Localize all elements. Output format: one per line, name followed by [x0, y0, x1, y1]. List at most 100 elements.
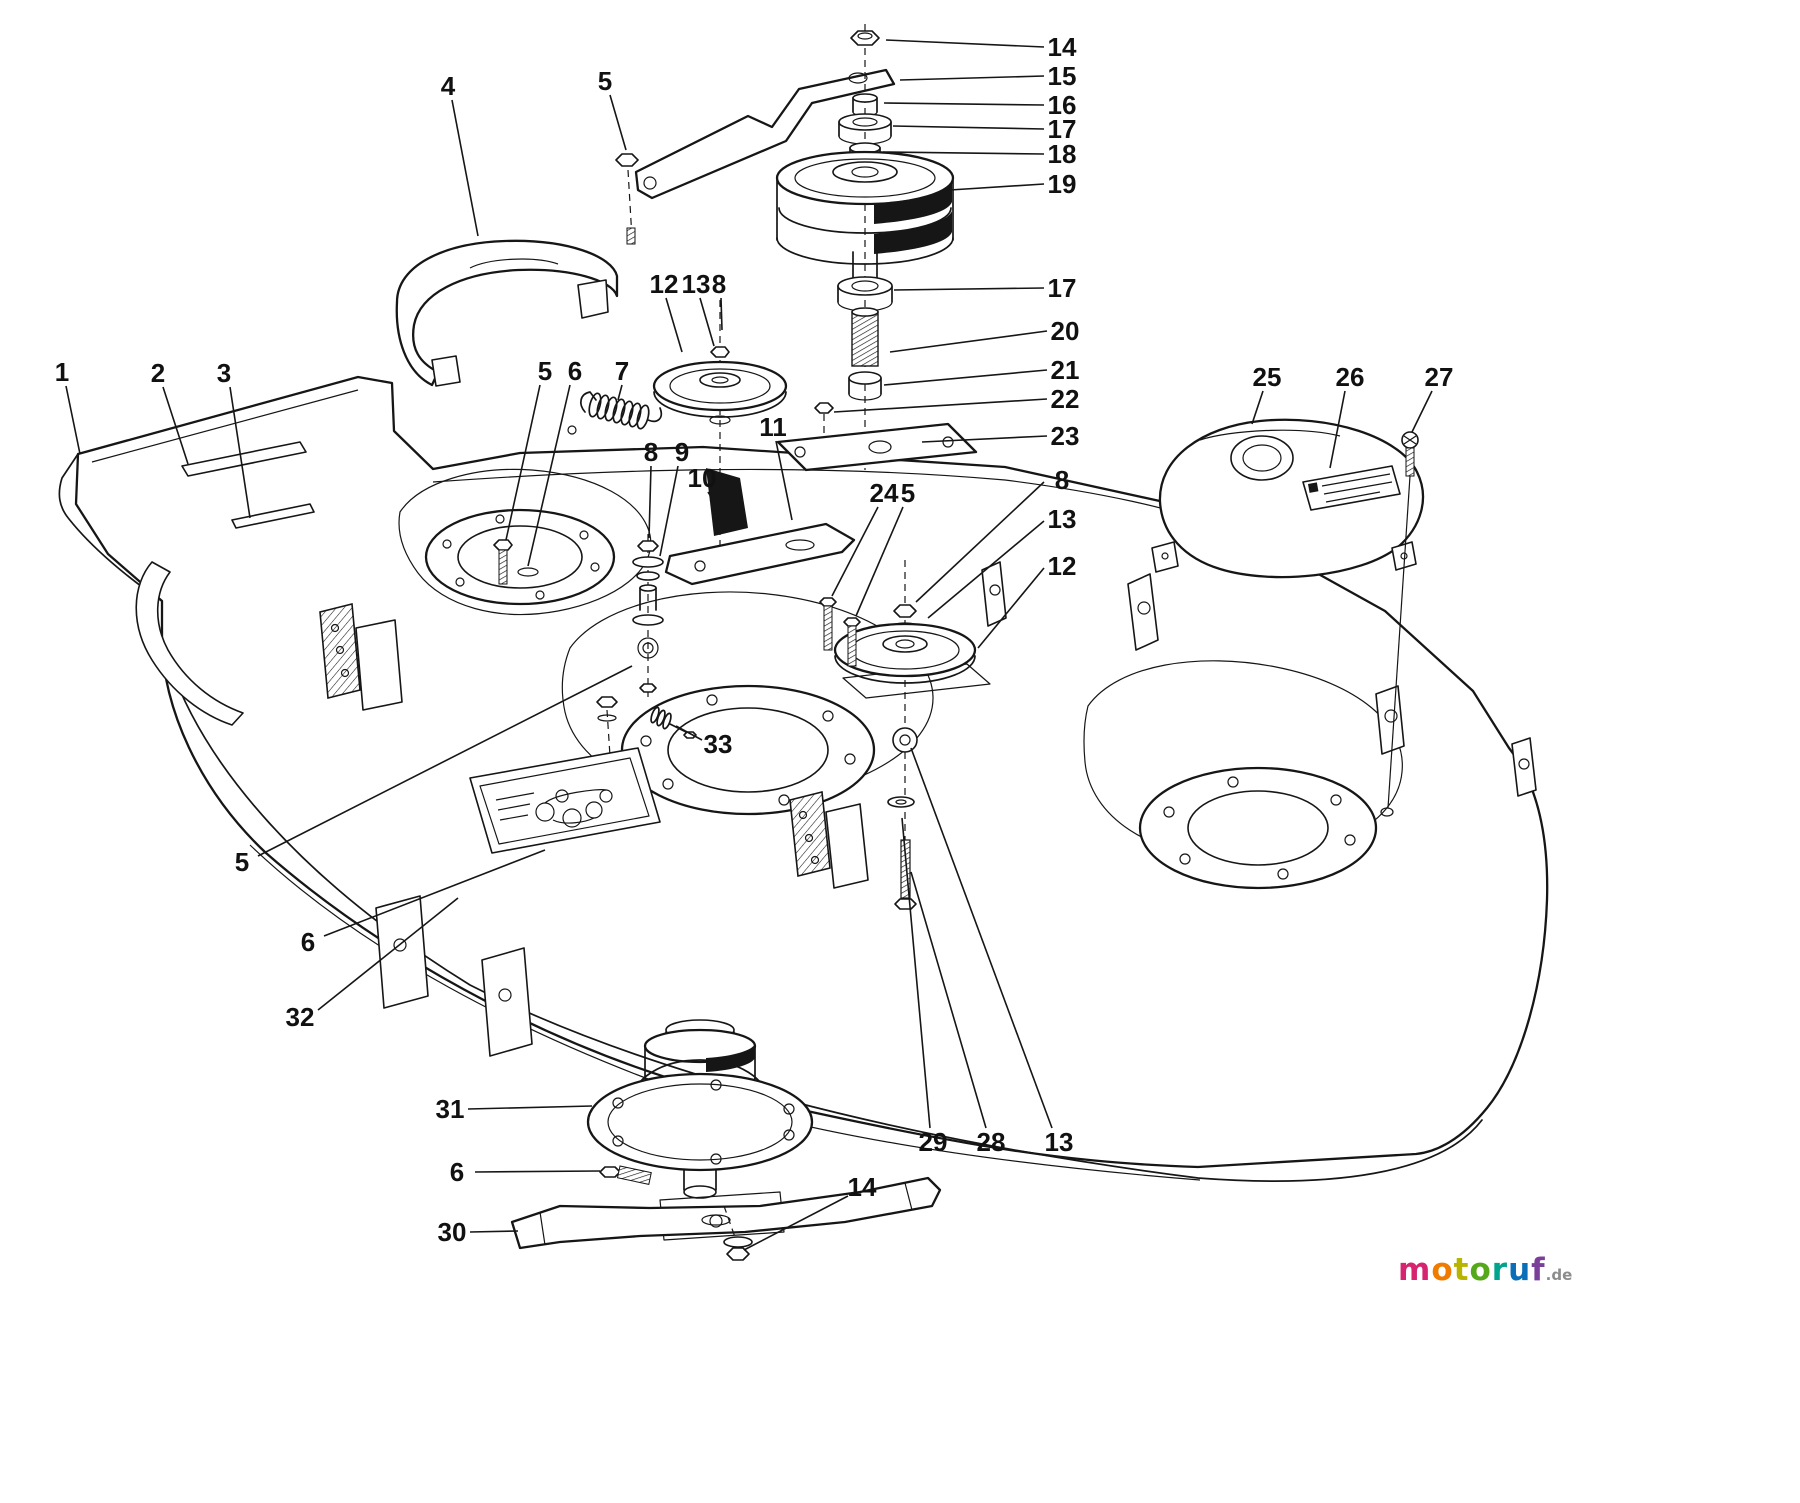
- deck-rear-inner-edge: [432, 468, 1206, 524]
- part-number-30: 30: [438, 1217, 467, 1247]
- part-number-17: 17: [1048, 273, 1077, 303]
- callout-leader-6: [323, 849, 546, 937]
- mounting-plate-23: [776, 422, 978, 472]
- idler-bracket-strap: [615, 68, 896, 245]
- part-number-32: 32: [286, 1002, 315, 1032]
- cover-decal-26: [1302, 465, 1401, 511]
- part-number-24: 24: [870, 478, 899, 508]
- bolt-5-left-spindle: [493, 539, 513, 585]
- part-number-11: 11: [759, 412, 787, 442]
- tier-right: [1083, 660, 1403, 860]
- callout-leader-30: [469, 1230, 519, 1233]
- watermark-letter: m: [1398, 1252, 1432, 1288]
- part-number-7: 7: [615, 356, 629, 386]
- callout-leader-17: [893, 287, 1045, 291]
- callout-leader-6: [474, 1170, 601, 1173]
- part-number-6: 6: [450, 1157, 464, 1187]
- callout-leader-33: [675, 725, 703, 741]
- part-number-21: 21: [1051, 355, 1080, 385]
- spindle-housing-31: [586, 1059, 814, 1199]
- callout-leader-27: [1411, 390, 1433, 433]
- callout-leader-6: [527, 384, 571, 567]
- spindle-assembly-bottom: [510, 1019, 942, 1261]
- callout-leader-29: [901, 817, 931, 1129]
- part-number-25: 25: [1253, 362, 1282, 392]
- belt-routing-decal: [469, 747, 661, 854]
- part-number-2: 2: [151, 358, 165, 388]
- watermark-word: motoruf: [1398, 1252, 1546, 1288]
- callout-leader-11: [775, 440, 793, 521]
- bolt-6-bottom: [599, 1165, 652, 1185]
- callout-leader-18: [882, 151, 1045, 155]
- callout-leader-4: [451, 99, 479, 237]
- belt-guide-wedge-10: [706, 468, 748, 536]
- watermark-letter: r: [1491, 1252, 1509, 1288]
- callout-leader-13: [699, 297, 715, 347]
- screw-27: [1387, 431, 1419, 809]
- callout-leader-1: [65, 385, 81, 455]
- part-number-8: 8: [644, 437, 658, 467]
- callout-leader-31: [467, 1105, 593, 1110]
- callout-leader-20: [889, 330, 1048, 353]
- double-pulley-19: [775, 150, 955, 281]
- idler-pulley-left: [652, 300, 788, 552]
- part-number-19: 19: [1048, 169, 1077, 199]
- callout-leader-2: [162, 386, 189, 465]
- part-number-26: 26: [1336, 362, 1365, 392]
- spindle-opening-right: [1138, 766, 1378, 890]
- brake-pads-left: [319, 602, 403, 711]
- idler-pulley-right: [819, 560, 991, 910]
- cover-dome: [1230, 435, 1294, 481]
- nut-14-top: [850, 30, 880, 46]
- belt-cover-right: [1151, 418, 1425, 809]
- callout-leader-5: [609, 94, 627, 151]
- callout-leader-5: [257, 665, 633, 857]
- watermark-logo[interactable]: motoruf.de: [1398, 1252, 1572, 1288]
- part-number-17: 17: [1048, 114, 1077, 144]
- part-number-5: 5: [235, 847, 249, 877]
- idler-arm-11: [664, 522, 856, 586]
- part-number-3: 3: [217, 358, 231, 388]
- callout-leader-12: [665, 297, 683, 353]
- bolt-24: [819, 597, 837, 651]
- deck-screw-hole-27: [1380, 807, 1394, 817]
- spindle-pulley: [643, 1019, 757, 1095]
- callout-leader-22: [833, 398, 1048, 413]
- callout-leader-16: [883, 102, 1045, 106]
- tension-spring: [567, 391, 663, 435]
- part-number-12: 12: [1048, 551, 1077, 581]
- callout-leader-10: [707, 491, 717, 506]
- part-number-22: 22: [1051, 384, 1080, 414]
- deck-left-wall: [58, 453, 163, 602]
- deck-tab-2: [1127, 573, 1159, 651]
- part-number-18: 18: [1048, 139, 1077, 169]
- part-number-5: 5: [901, 478, 915, 508]
- brake-pads-right: [789, 791, 869, 889]
- part-number-9: 9: [675, 437, 689, 467]
- callout-leader-13: [910, 747, 1053, 1129]
- nut-14-bottom: [723, 1205, 753, 1261]
- deck-slot-lower: [231, 503, 315, 529]
- callout-leader-8: [720, 297, 723, 331]
- bearing-17-upper: [838, 113, 892, 145]
- watermark-letter: f: [1531, 1252, 1546, 1288]
- part-number-16: 16: [1048, 90, 1077, 120]
- main-pulley-stack: [775, 24, 978, 472]
- left-end-handle: [135, 561, 244, 726]
- part-number-13: 13: [1048, 504, 1077, 534]
- callout-leader-8: [915, 481, 1045, 603]
- callout-leader-19: [949, 183, 1045, 191]
- part-number-6: 6: [301, 927, 315, 957]
- callout-leader-26: [1329, 390, 1346, 469]
- deck-top-inner-edge: [91, 389, 359, 463]
- callout-leader-17: [892, 125, 1045, 130]
- callout-leader-5: [855, 506, 904, 617]
- blade-30: [510, 1176, 942, 1250]
- part-number-8: 8: [712, 269, 726, 299]
- belt-cover-left: [395, 239, 619, 387]
- washer-6-left-spindle: [517, 567, 539, 577]
- bolt-22: [814, 402, 834, 450]
- spacer-21: [848, 371, 882, 401]
